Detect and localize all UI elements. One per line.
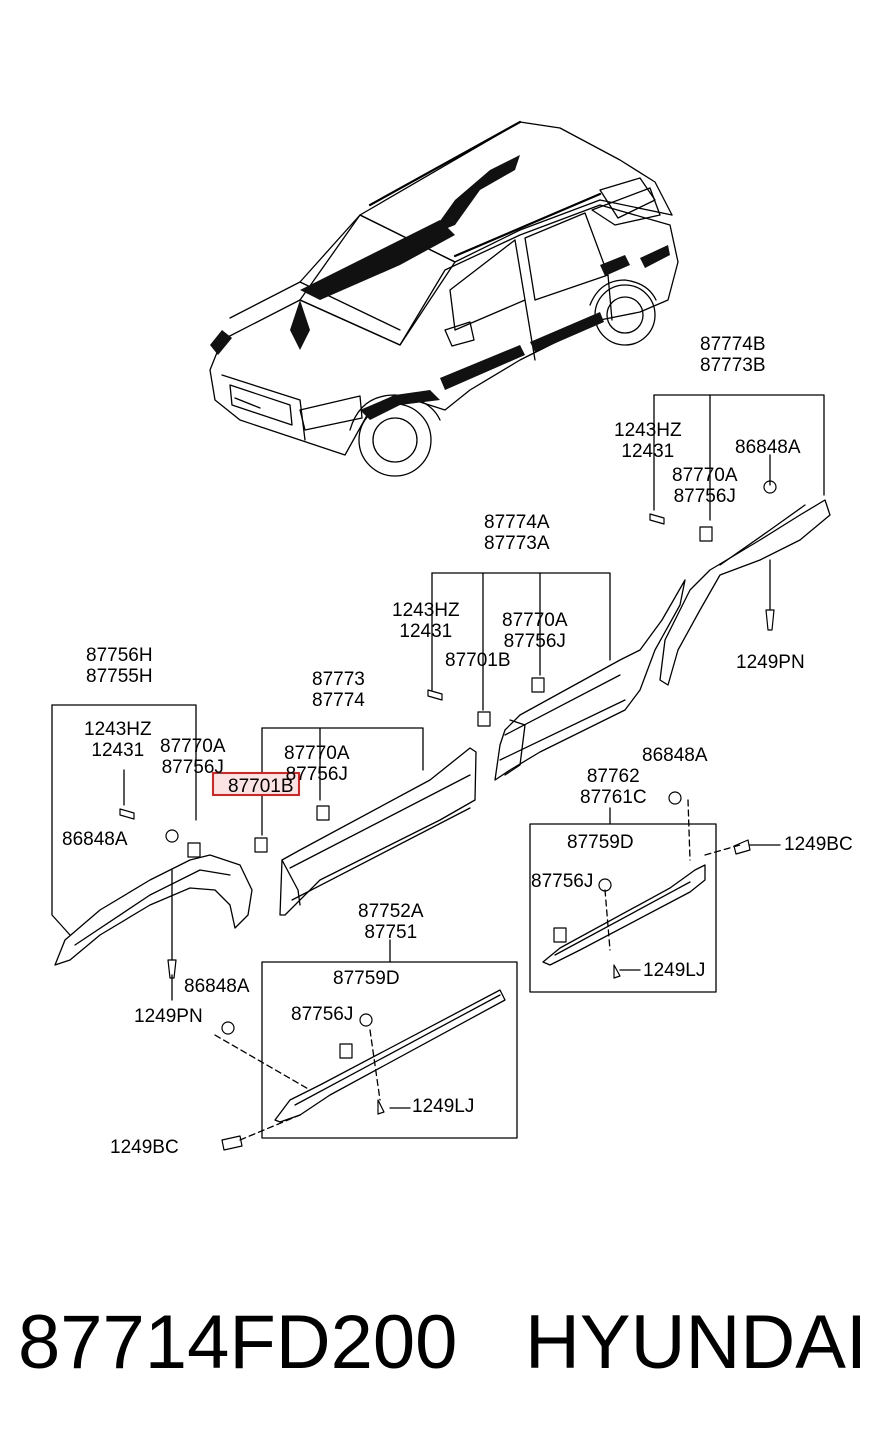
label-front-door-clip-b: 87701B bbox=[228, 776, 294, 797]
label-front-sill-clip-d: 87759D bbox=[333, 968, 400, 989]
brand-name: HYUNDAI bbox=[525, 1300, 868, 1385]
label-rear-nut: 86848A bbox=[735, 437, 801, 458]
rear-fender-moulding bbox=[659, 499, 831, 686]
label-rear-sill-clip-j: 87756J bbox=[531, 871, 594, 892]
label-rear-sill-screw: 1249LJ bbox=[643, 960, 706, 981]
label-front-sill-bc: 1249BC bbox=[110, 1137, 179, 1158]
label-front-sill-clip-j: 87756J bbox=[291, 1004, 354, 1025]
front-door-moulding bbox=[279, 747, 477, 916]
label-front-sill-screw: 1249LJ bbox=[412, 1096, 475, 1117]
label-front-nut: 86848A bbox=[62, 829, 128, 850]
highlighted-part-box bbox=[212, 772, 300, 796]
label-rear-sill-clip-d: 87759D bbox=[567, 832, 634, 853]
label-front-sill-nut: 86848A bbox=[184, 976, 250, 997]
label-rear-door-clip-b: 87701B bbox=[445, 650, 511, 671]
rear-sill-moulding bbox=[542, 864, 706, 966]
front-sill-moulding bbox=[274, 989, 506, 1123]
vehicle-illustration bbox=[209, 120, 679, 477]
label-front-screw: 1249PN bbox=[134, 1006, 203, 1027]
label-rear-sill-bc: 1249BC bbox=[784, 834, 853, 855]
front-fender-moulding bbox=[54, 854, 253, 966]
label-rear-sill-nut: 86848A bbox=[642, 745, 708, 766]
label-rear-screw: 1249PN bbox=[736, 652, 805, 673]
fastener-icons bbox=[119, 480, 777, 1151]
rear-door-moulding bbox=[494, 579, 686, 781]
part-number: 87714FD200 bbox=[18, 1300, 458, 1385]
